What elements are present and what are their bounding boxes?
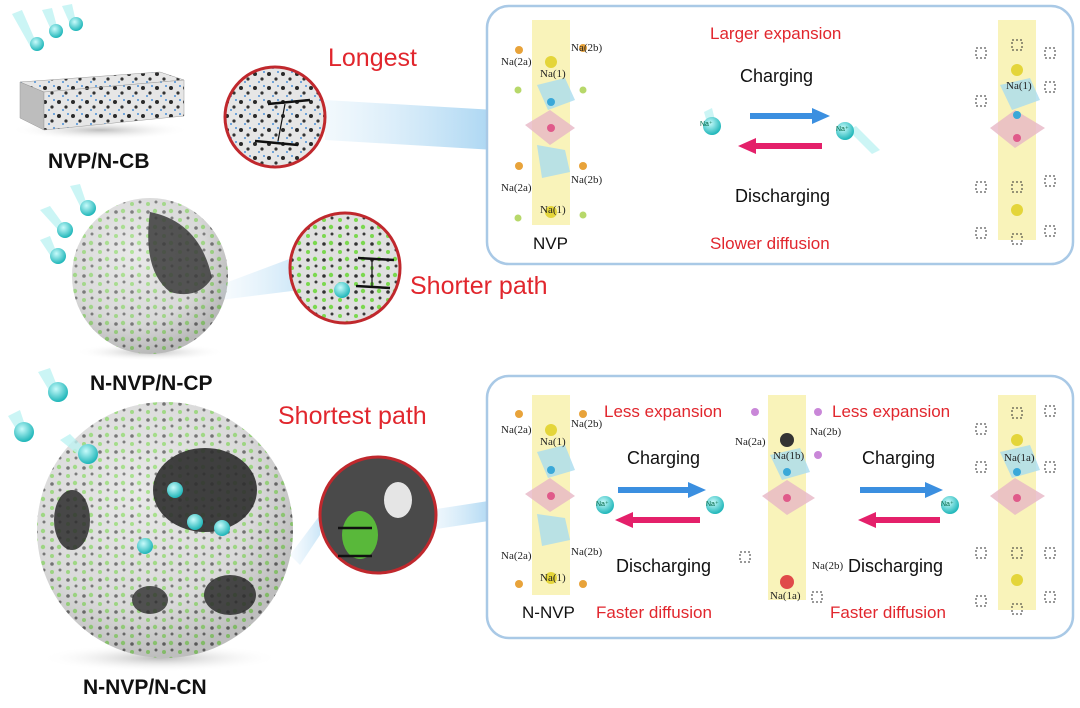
top-charge-arrow (750, 108, 830, 124)
bottom-site-left-na2a-top: Na(2a) (501, 424, 532, 436)
cp-sphere-graphic (72, 198, 228, 361)
magnifier-longest (223, 65, 327, 169)
bottom-phase-n-nvp: N-NVP (522, 603, 575, 622)
bottom-site-mid-na2b-bottom: Na(2b) (812, 560, 844, 572)
bottom-faster-diffusion-2: Faster diffusion (830, 603, 946, 622)
top-site-na2a-top: Na(2a) (501, 56, 532, 68)
vacancy-boxes-bottom (739, 405, 1056, 615)
cp-zoom-beam (220, 255, 300, 300)
top-slower-diffusion: Slower diffusion (710, 234, 830, 253)
ion-label-bottom-2: Na⁺ (706, 501, 719, 508)
cn-zoom-beam-left (290, 515, 320, 565)
magnifier-shorter (288, 211, 402, 325)
ion-discs (14, 17, 959, 554)
bottom-site-left-na1-top: Na(1) (540, 436, 566, 448)
label-n-nvp-n-cp: N-NVP/N-CP (90, 372, 213, 395)
crystal-nvp-top-right (990, 20, 1045, 240)
bottom-charging-2: Charging (862, 448, 936, 468)
bottom-site-mid-na1a: Na(1a) (770, 590, 801, 602)
bottom-site-left-na1-bottom: Na(1) (540, 572, 566, 584)
bottom-site-left-na2b-bottom: Na(2b) (571, 546, 603, 558)
top-zoom-beam (325, 100, 495, 150)
bottom-discharge-arrow-2 (858, 512, 940, 528)
cb-block-graphic (10, 71, 190, 140)
bottom-charge-arrow-2 (860, 482, 943, 498)
bottom-site-left-na2a-bottom: Na(2a) (501, 550, 532, 562)
crystal-n-nvp-left (515, 395, 587, 595)
ion-label-top-left: Na⁺ (700, 121, 713, 128)
crystal-n-nvp-right (990, 395, 1045, 610)
label-shorter-path: Shorter path (410, 272, 548, 300)
bottom-site-mid-na1b: Na(1b) (773, 450, 805, 462)
top-site-right-na1: Na(1) (1006, 80, 1032, 92)
ion-label-top-right: Na⁺ (836, 126, 849, 133)
vacancy-boxes-top (975, 39, 1056, 245)
crystal-n-nvp-middle (751, 395, 822, 600)
bottom-site-right-na1a: Na(1a) (1004, 452, 1035, 464)
top-mechanism-panel (485, 4, 1075, 266)
top-site-na1-top: Na(1) (540, 68, 566, 80)
bottom-faster-diffusion-1: Faster diffusion (596, 603, 712, 622)
bottom-discharging-1: Discharging (616, 556, 712, 576)
top-site-na1-bottom: Na(1) (540, 204, 566, 216)
top-site-na2b-top: Na(2b) (571, 42, 603, 54)
magnifier-shortest (318, 455, 438, 575)
bottom-discharging-2: Discharging (848, 556, 944, 576)
top-discharge-arrow (738, 138, 822, 154)
top-phase-nvp: NVP (533, 234, 568, 253)
bottom-site-mid-na2b-top: Na(2b) (810, 426, 842, 438)
label-nvp-n-cb: NVP/N-CB (48, 150, 150, 173)
ion-label-bottom-1: Na⁺ (596, 501, 609, 508)
bottom-less-expansion-1: Less expansion (604, 402, 723, 421)
crystal-nvp-top-left (514, 20, 587, 225)
label-shortest-path: Shortest path (278, 402, 427, 430)
top-site-na2a-bottom: Na(2a) (501, 182, 532, 194)
bottom-site-left-na2b-top: Na(2b) (571, 418, 603, 430)
top-discharging-label: Discharging (735, 186, 831, 206)
bottom-less-expansion-2: Less expansion (832, 402, 951, 421)
bottom-discharge-arrow-1 (615, 512, 700, 528)
bottom-site-mid-na2a: Na(2a) (735, 436, 766, 448)
bottom-zoom-beam (430, 500, 495, 530)
bottom-charging-1: Charging (627, 448, 701, 468)
top-site-na2b-bottom: Na(2b) (571, 174, 603, 186)
top-larger-expansion: Larger expansion (710, 24, 842, 43)
cn-sphere-graphic (37, 402, 293, 672)
label-n-nvp-n-cn: N-NVP/N-CN (83, 676, 207, 699)
ion-label-bottom-3: Na⁺ (941, 501, 954, 508)
top-charging-label: Charging (740, 66, 814, 86)
label-longest: Longest (328, 44, 417, 72)
bottom-charge-arrow-1 (618, 482, 706, 498)
